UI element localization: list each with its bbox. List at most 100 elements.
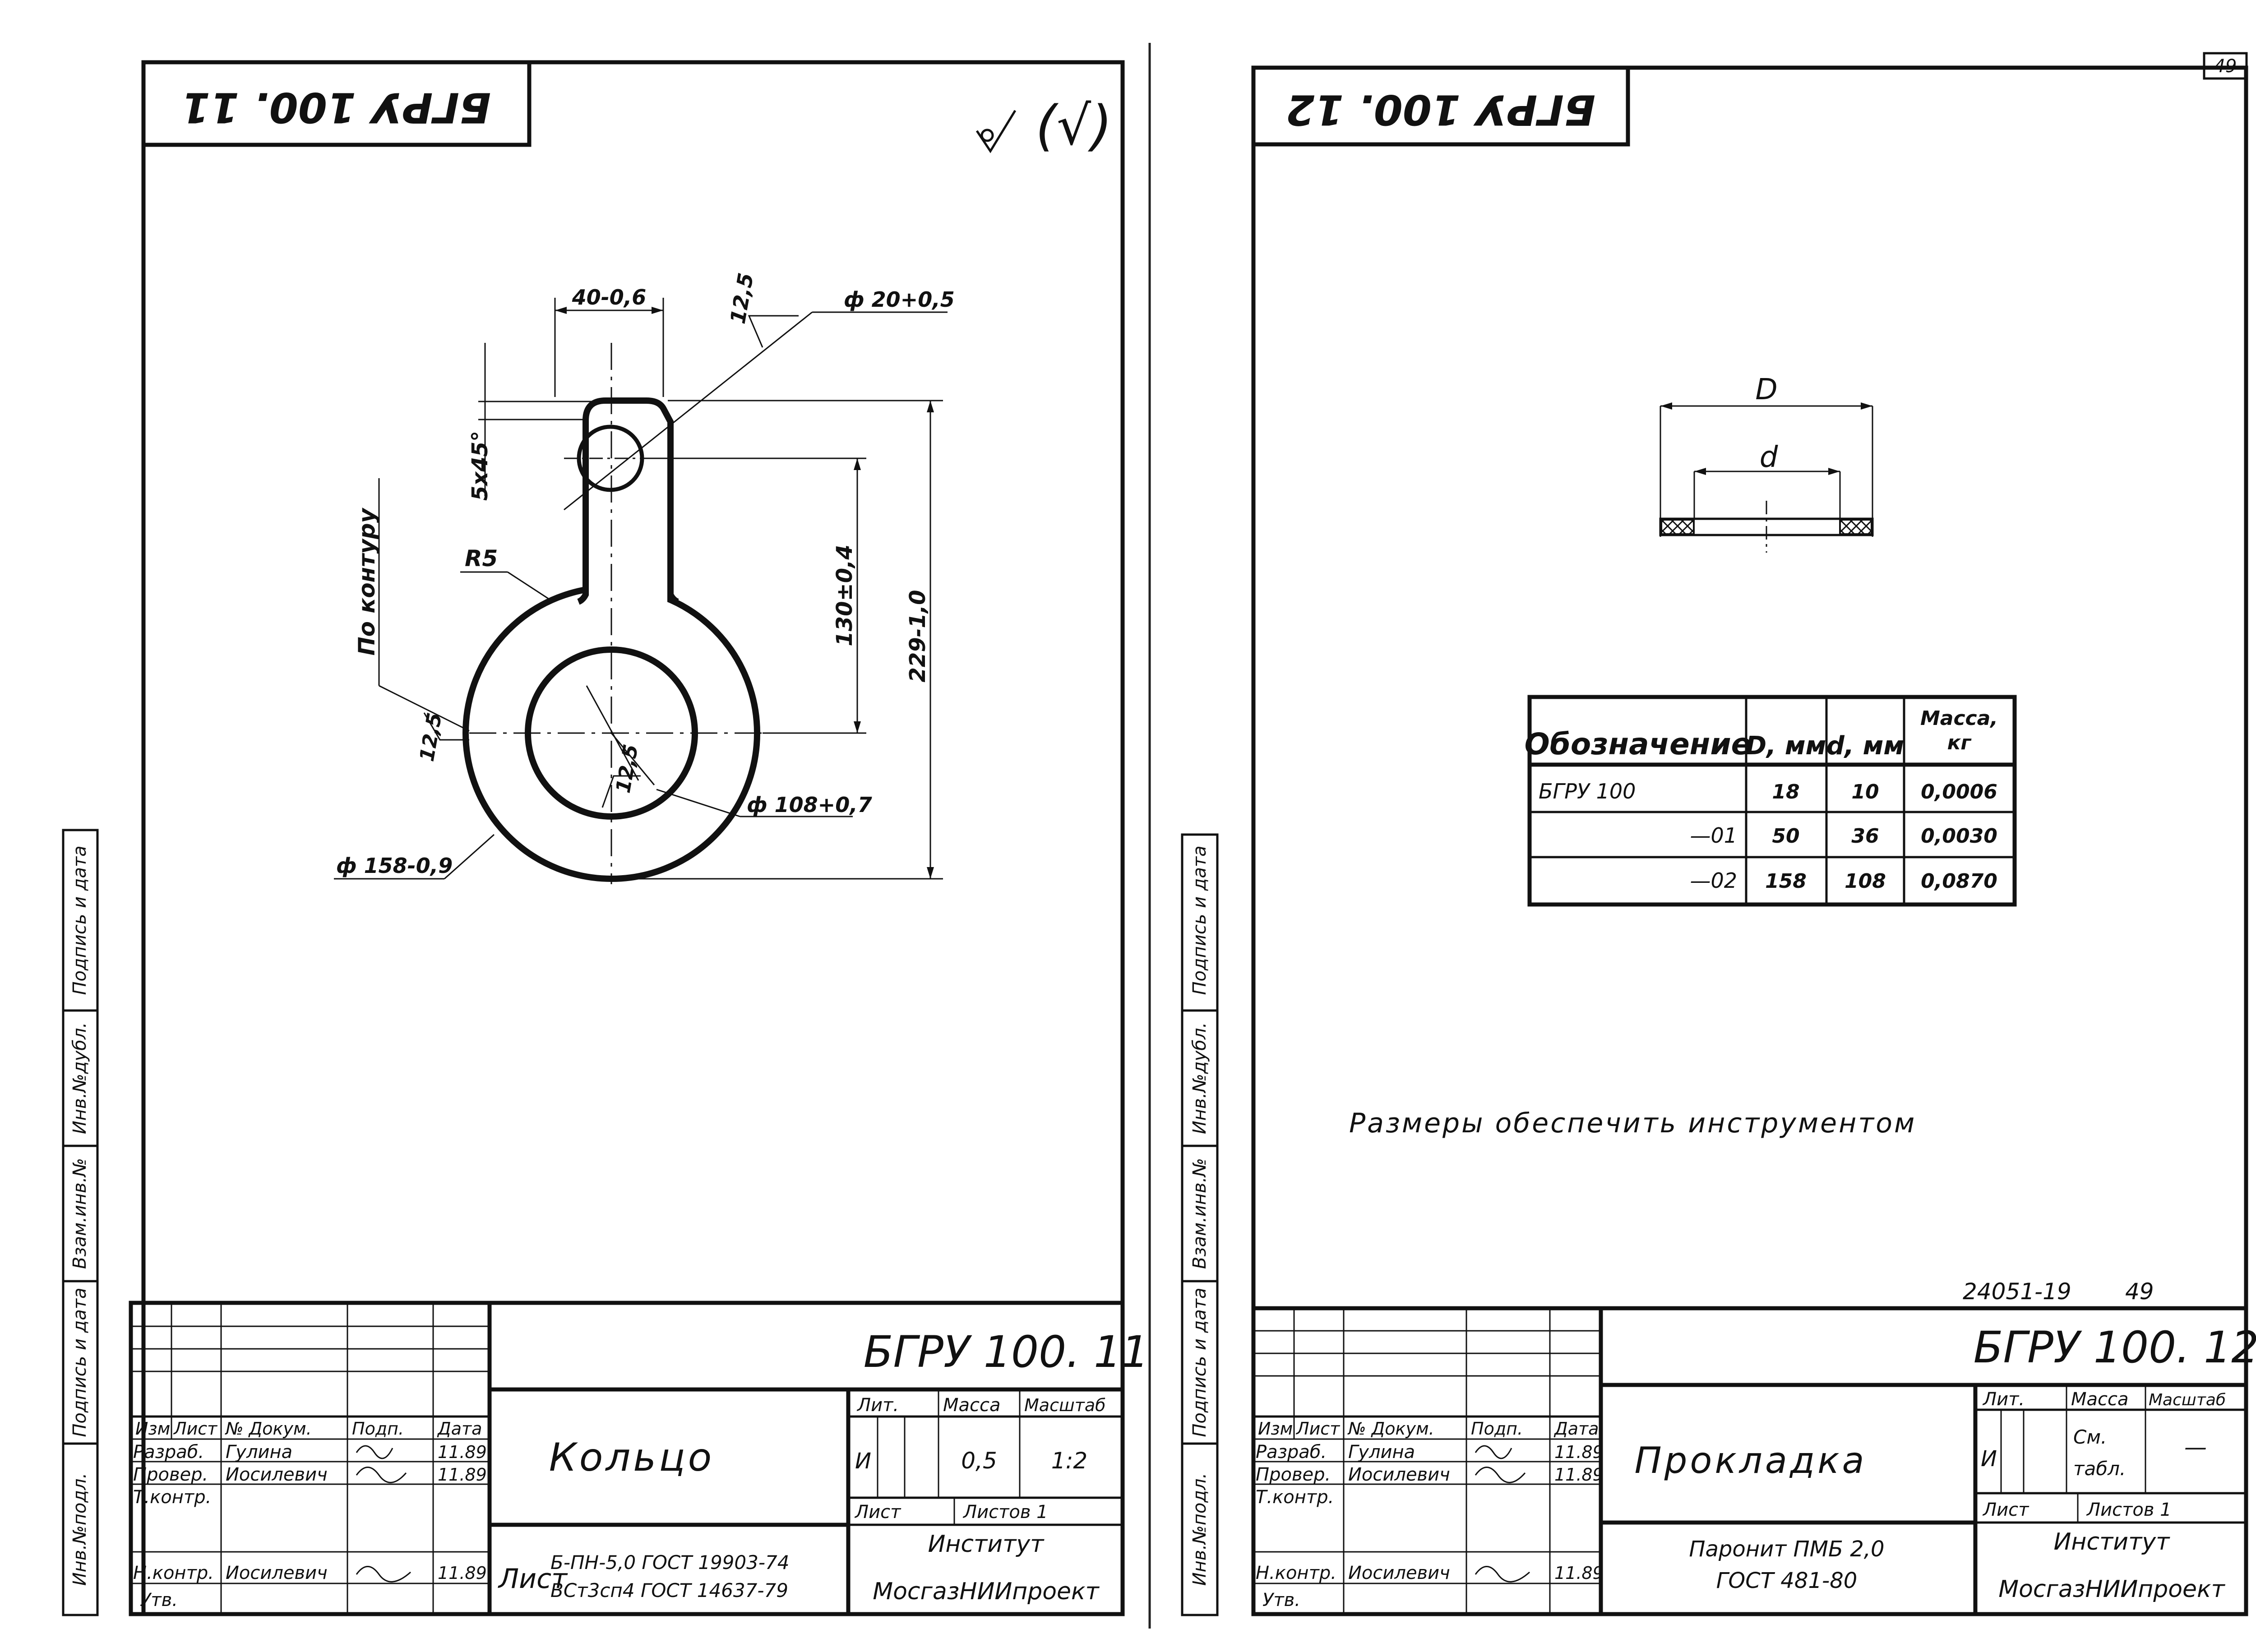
right-hdr-izm: Изм [1258,1419,1293,1439]
left-mass-label: Масса [943,1395,1001,1416]
right-stamp-2: Подпись и дата [1189,1287,1210,1437]
left-hdr-izm: Изм [135,1419,170,1439]
left-date-0: 11.89 [438,1442,487,1462]
table-row1-mass: 0,0006 [1921,780,1997,803]
signature-mark-4 [1475,1445,1512,1459]
right-role-0: Разраб. [1256,1442,1327,1463]
right-role-4: Утв. [1262,1590,1300,1610]
left-hdr-date: Дата [437,1419,482,1439]
right-mass-value-1: См. [2073,1426,2107,1448]
right-person-1: Иосилевич [1348,1464,1450,1485]
left-scale-label: Масштаб [1024,1395,1106,1415]
right-material-line1: Паронит ПМБ 2,0 [1689,1537,1884,1562]
right-stamp-5: Подпись и дата [1189,845,1210,995]
left-person-0: Гулина [226,1442,292,1463]
left-role-3: Н.контр. [133,1563,214,1583]
dim-hole-diameter: ф 20+0,5 [844,287,955,312]
left-stamp-2: Подпись и дата [69,1287,90,1437]
dim-chamfer: 5x45° [467,431,493,501]
archive-number: 24051-19 [1963,1278,2071,1305]
left-role-0: Разраб. [133,1442,204,1463]
roughness-top: 12,5 [726,271,758,326]
dim-overall-length: 229-1,0 [905,590,930,682]
right-corner-code: БГРУ 100. 12 [1286,86,1595,134]
left-material-line2: ВСт3сп4 ГОСТ 14637-79 [550,1579,788,1601]
left-hdr-doc: № Докум. [225,1419,312,1439]
left-stamp-1: Инв.№подл. [69,1473,90,1586]
dim-gasket-inner: d [1760,441,1778,474]
table-header-d: d, мм [1826,731,1904,761]
right-sheet: БГРУ 100. 12 Инв.№подл. Подпись и дата В… [1181,65,2256,1616]
dim-radius: R5 [465,545,498,572]
right-stamp-1: Инв.№подл. [1189,1473,1210,1586]
right-designation: БГРУ 100. 12 [1974,1322,2256,1373]
left-lit-value: И [855,1449,871,1474]
table-row1-designation: БГРУ 100 [1539,779,1636,803]
left-scale-value: 1:2 [1051,1448,1087,1474]
table-header-designation: Обозначение [1525,727,1752,761]
right-scale-label: Масштаб [2149,1391,2226,1409]
right-org-line1: Институт [2054,1528,2171,1555]
right-date-1: 11.89 [1554,1465,1604,1485]
left-hdr-podp: Подп. [352,1419,404,1439]
right-part-name: Прокладка [1634,1440,1867,1481]
signature-mark-2 [356,1467,407,1483]
ring-lug-outline [582,397,674,595]
roughness-inner: 12,5 [612,743,643,795]
signature-mark-3 [356,1566,411,1583]
left-date-1: 11.89 [438,1465,487,1485]
left-date-3: 11.89 [438,1563,487,1583]
roughness-left: 12,5 [416,711,447,763]
table-row1-d: 10 [1851,780,1879,803]
table-row3-designation: —02 [1690,868,1737,893]
table-header-D: D, мм [1746,731,1826,761]
right-corner-code-box [1251,65,1630,147]
right-stamp-4: Инв.№дубл. [1189,1022,1210,1134]
signature-mark-5 [1475,1467,1526,1483]
right-hdr-list: Лист [1295,1419,1341,1439]
right-stamp-3: Взам.инв.№ [1189,1158,1210,1269]
left-corner-code: БГРУ 100. 11 [181,83,491,132]
left-corner-code-box [141,60,532,147]
left-stamp-4: Инв.№дубл. [69,1022,90,1134]
dim-width-top: 40-0,6 [572,285,647,309]
gasket-table: Обозначение D, мм d, мм Масса, кг БГРУ 1… [1525,695,2017,907]
contour-note: По контуру [354,507,380,655]
table-row3-D: 158 [1765,870,1807,893]
right-hdr-date: Дата [1553,1419,1599,1439]
right-sheets-label: Листов 1 [2086,1500,2172,1520]
right-role-2: Т.контр. [1256,1487,1334,1508]
dim-outer-diameter: ф 158-0,9 [336,854,453,878]
right-hdr-podp: Подп. [1471,1419,1523,1439]
dim-inner-diameter: ф 108+0,7 [747,793,872,817]
table-row3-d: 108 [1845,870,1886,893]
left-person-1: Иосилевич [226,1464,328,1485]
table-row3-mass: 0,0870 [1921,870,1997,893]
right-lit-value: И [1981,1446,1997,1472]
right-material-line2: ГОСТ 481-80 [1716,1568,1858,1593]
right-sheet-label: Лист [1982,1500,2029,1520]
right-sheet-frame [1251,65,2248,1616]
table-row2-d: 36 [1851,825,1879,848]
left-designation: БГРУ 100. 11 [864,1327,1149,1377]
right-role-3: Н.контр. [1256,1563,1336,1583]
left-stamp-5: Подпись и дата [69,845,90,995]
left-org-line2: МосгазНИИпроект [873,1578,1100,1605]
roughness-mark-icon [975,110,1017,153]
left-org-line1: Институт [928,1531,1045,1558]
left-material-label: Лист [498,1563,568,1595]
left-lit-label: Лит. [856,1395,899,1416]
right-date-3: 11.89 [1554,1563,1604,1583]
right-hdr-doc: № Докум. [1347,1419,1434,1439]
right-date-0: 11.89 [1554,1442,1604,1462]
right-side-stamp: Инв.№подл. Подпись и дата Взам.инв.№ Инв… [1181,833,1219,1616]
archive-page: 49 [2125,1278,2154,1305]
signature-mark-6 [1475,1566,1530,1583]
left-person-3: Иосилевич [226,1563,328,1583]
left-side-stamp: Инв.№подл. Подпись и дата Взам.инв.№ Инв… [62,829,99,1616]
left-role-4: Утв. [140,1590,178,1610]
right-mass-label: Масса [2071,1389,2129,1410]
left-stamp-3: Взам.инв.№ [69,1158,90,1269]
instrument-note: Размеры обеспечить инструментом [1349,1107,1916,1139]
